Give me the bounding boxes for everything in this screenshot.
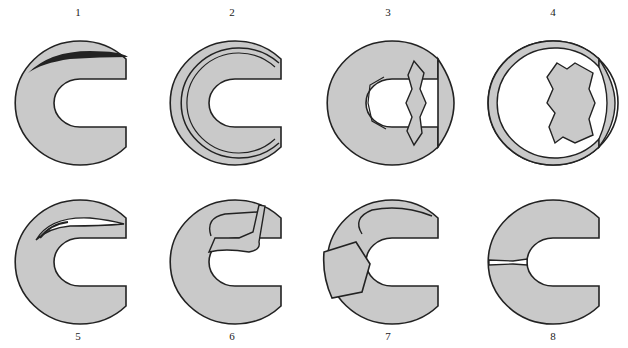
callout-number: 5	[75, 331, 81, 342]
callout-number: 7	[385, 331, 391, 342]
callout-number: 3	[385, 7, 391, 18]
callout-number: 2	[229, 7, 235, 18]
callout-number: 4	[550, 7, 556, 18]
section-8	[488, 200, 599, 324]
section-3	[327, 41, 454, 165]
section-6	[170, 200, 281, 324]
section-7	[324, 200, 438, 324]
section-1	[15, 41, 128, 165]
callout-number: 6	[229, 331, 235, 342]
section-2	[170, 41, 281, 165]
callout-number: 1	[75, 7, 81, 18]
section-4	[488, 41, 618, 165]
callout-number: 8	[550, 331, 556, 342]
section-5	[15, 200, 126, 324]
